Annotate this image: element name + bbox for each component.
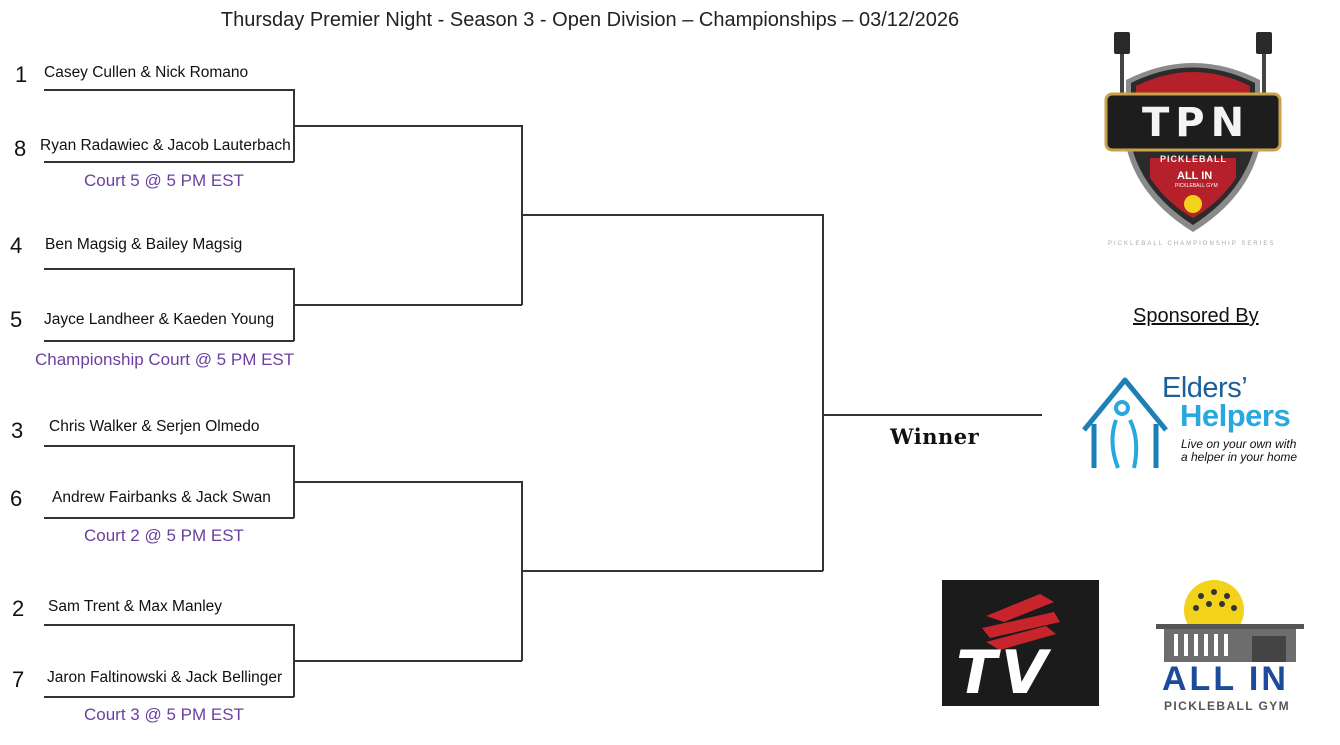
- court-info: Court 2 @ 5 PM EST: [84, 526, 244, 545]
- bracket-line: [44, 268, 294, 270]
- seed-number: 1: [15, 62, 28, 87]
- tpn-logo-badge-sub: PICKLEBALL GYM: [1175, 183, 1218, 189]
- tpn-logo-badge: ALL IN: [1177, 170, 1213, 182]
- court-info: Court 3 @ 5 PM EST: [84, 705, 244, 724]
- seed-number: 7: [12, 667, 25, 692]
- seed-number: 4: [10, 233, 23, 258]
- selkirk-tv-logo-text: TV: [956, 638, 1052, 708]
- bracket-line: [521, 570, 823, 572]
- tpn-logo-sub: PICKLEBALL: [1160, 154, 1227, 164]
- elders-helpers-tagline-1: Live on your own with: [1181, 437, 1297, 451]
- selkirk-tv-logo: TV: [942, 580, 1099, 708]
- bracket-line: [293, 660, 522, 662]
- bracket-line: [293, 304, 522, 306]
- bracket-line: [293, 125, 522, 127]
- elders-helpers-logo-line1: Elders’: [1162, 372, 1248, 404]
- tpn-logo-text: TPN: [1142, 100, 1251, 146]
- seed-number: 2: [12, 596, 25, 621]
- all-in-logo-sub: PICKLEBALL GYM: [1164, 699, 1291, 713]
- team-name: Ryan Radawiec & Jacob Lauterbach: [40, 137, 291, 154]
- tpn-logo-footer: PICKLEBALL CHAMPIONSHIP SERIES: [1108, 241, 1276, 247]
- team-name: Chris Walker & Serjen Olmedo: [49, 418, 260, 435]
- team-name: Sam Trent & Max Manley: [48, 598, 223, 615]
- elders-helpers-tagline-2: a helper in your home: [1181, 450, 1298, 464]
- seed-number: 5: [10, 307, 23, 332]
- team-name: Jaron Faltinowski & Jack Bellinger: [47, 669, 283, 686]
- bracket-line: [44, 696, 294, 698]
- bracket-line: [293, 481, 522, 483]
- court-info: Court 5 @ 5 PM EST: [84, 171, 244, 190]
- page-title: Thursday Premier Night - Season 3 - Open…: [220, 9, 960, 31]
- bracket-line: [44, 445, 294, 447]
- bracket-line: [44, 89, 294, 91]
- seed-number: 8: [14, 136, 27, 161]
- all-in-gym-icon: [1156, 576, 1306, 662]
- winner-label: Winner: [890, 424, 980, 449]
- team-name: Casey Cullen & Nick Romano: [44, 64, 249, 81]
- bracket-line: [44, 340, 294, 342]
- bracket-line: [44, 517, 294, 519]
- seed-number: 3: [11, 418, 24, 443]
- sponsored-by-heading: Sponsored By: [1133, 305, 1259, 327]
- all-in-logo-text: ALL IN: [1162, 660, 1289, 698]
- tpn-logo: TPN PICKLEBALL ALL IN PICKLEBALL GYM: [1098, 28, 1288, 240]
- elders-helpers-logo-line2: Helpers: [1180, 398, 1291, 433]
- bracket-line: [44, 161, 294, 163]
- house-icon: [1078, 372, 1173, 472]
- team-name: Jayce Landheer & Kaeden Young: [44, 311, 275, 328]
- bracket-line: [521, 214, 823, 216]
- bracket-line: [44, 624, 294, 626]
- team-name: Andrew Fairbanks & Jack Swan: [52, 489, 271, 506]
- seed-number: 6: [10, 486, 23, 511]
- bracket-line: [822, 414, 1042, 416]
- team-name: Ben Magsig & Bailey Magsig: [45, 236, 243, 253]
- court-info: Championship Court @ 5 PM EST: [35, 350, 295, 369]
- elders-helpers-tagline: Live on your own with a helper in your h…: [1181, 438, 1297, 464]
- bracket-line: [822, 214, 824, 571]
